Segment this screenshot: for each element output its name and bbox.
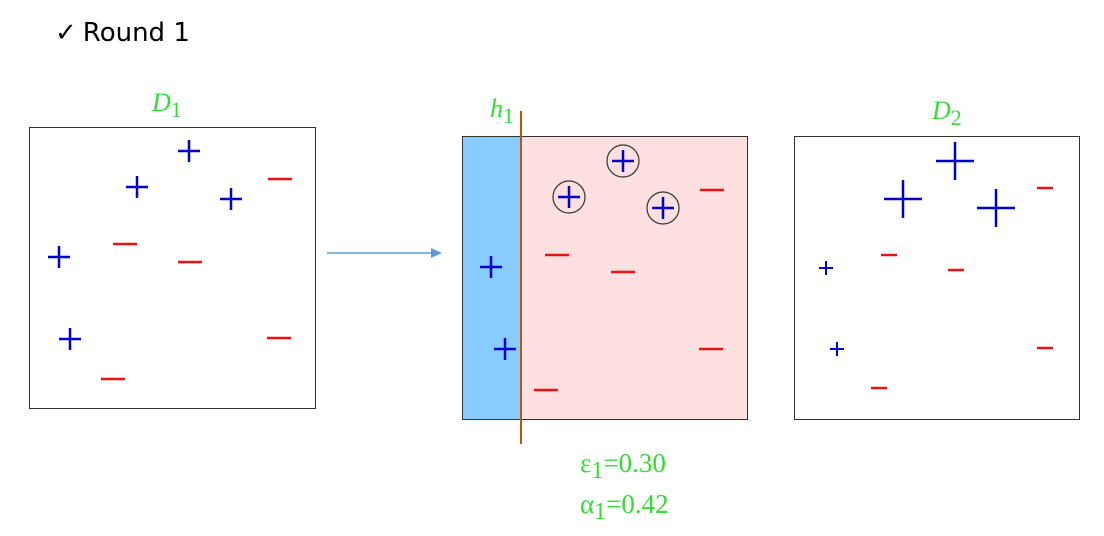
decision-boundary <box>520 111 522 444</box>
positive-region <box>463 137 522 419</box>
round-heading: ✓Round 1 <box>55 18 190 48</box>
alpha-value: =0.42 <box>606 489 669 519</box>
round-title: Round 1 <box>82 18 190 48</box>
h1-label-letter: h <box>490 94 503 123</box>
d1-label-subscript: 1 <box>170 97 182 122</box>
d1-label-letter: D <box>152 88 171 117</box>
d2-label-subscript: 2 <box>950 105 962 130</box>
d1-panel <box>29 127 316 409</box>
negative-region <box>522 137 747 419</box>
h1-label: h1 <box>490 94 514 129</box>
alpha-subscript: 1 <box>594 499 607 525</box>
epsilon-value: =0.30 <box>603 448 666 478</box>
d2-label-letter: D <box>932 96 951 125</box>
epsilon-stat: ε1=0.30 <box>580 448 666 485</box>
d2-label: D2 <box>932 96 962 131</box>
h1-label-subscript: 1 <box>503 103 514 128</box>
d2-panel <box>794 136 1080 420</box>
d1-label: D1 <box>152 88 182 123</box>
epsilon-subscript: 1 <box>591 458 604 484</box>
checkmark-icon: ✓ <box>55 18 77 48</box>
epsilon-symbol: ε <box>580 448 592 478</box>
h1-panel <box>462 136 748 420</box>
alpha-stat: α1=0.42 <box>580 489 669 526</box>
alpha-symbol: α <box>580 489 595 519</box>
